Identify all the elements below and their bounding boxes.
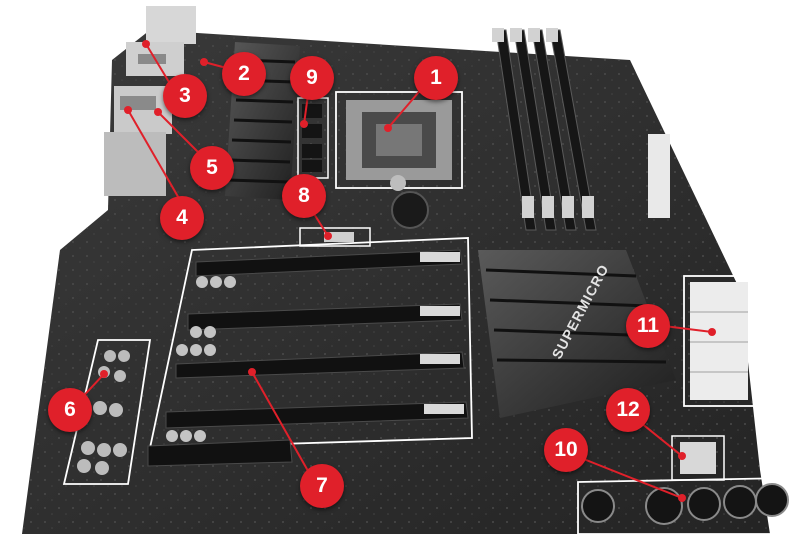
callout-badge-9: 9 [290, 56, 334, 100]
callout-badge-8: 8 [282, 174, 326, 218]
callout-badge-12: 12 [606, 388, 650, 432]
rear-io-stack [104, 132, 166, 196]
callout-number: 10 [554, 438, 578, 461]
callout-badge-5: 5 [190, 146, 234, 190]
callout-number: 3 [179, 84, 191, 107]
debug-led [680, 442, 716, 474]
callout-number: 4 [176, 206, 188, 229]
callout-badge-10: 10 [544, 428, 588, 472]
callout-badge-2: 2 [222, 52, 266, 96]
callout-badge-11: 11 [626, 304, 670, 348]
audio-capacitor-area [62, 339, 152, 485]
pcie-slot-area [148, 237, 473, 449]
callout-badge-7: 7 [300, 464, 344, 508]
m2-slot-outline [299, 227, 371, 247]
callout-number: 7 [316, 474, 328, 497]
atx-8pin-top [648, 134, 670, 218]
dimm-slots [495, 29, 597, 231]
callout-number: 1 [430, 66, 442, 89]
callout-number: 11 [636, 314, 660, 337]
rear-io-usb-top [146, 6, 196, 44]
callout-number: 8 [298, 184, 310, 207]
callout-number: 6 [64, 398, 76, 421]
atx-24pin [690, 282, 748, 400]
atx-24pin-outline [683, 275, 755, 407]
callout-badge-4: 4 [160, 196, 204, 240]
pcie-slots [147, 249, 469, 467]
callout-number: 2 [238, 62, 250, 85]
callout-number: 12 [616, 398, 640, 421]
callout-badge-1: 1 [414, 56, 458, 100]
fan-header-area [577, 477, 791, 534]
socket-mounting-screw [391, 191, 429, 229]
callout-badge-6: 6 [48, 388, 92, 432]
callout-number: 5 [206, 156, 218, 179]
callout-number: 9 [306, 66, 318, 89]
callout-badge-3: 3 [163, 74, 207, 118]
